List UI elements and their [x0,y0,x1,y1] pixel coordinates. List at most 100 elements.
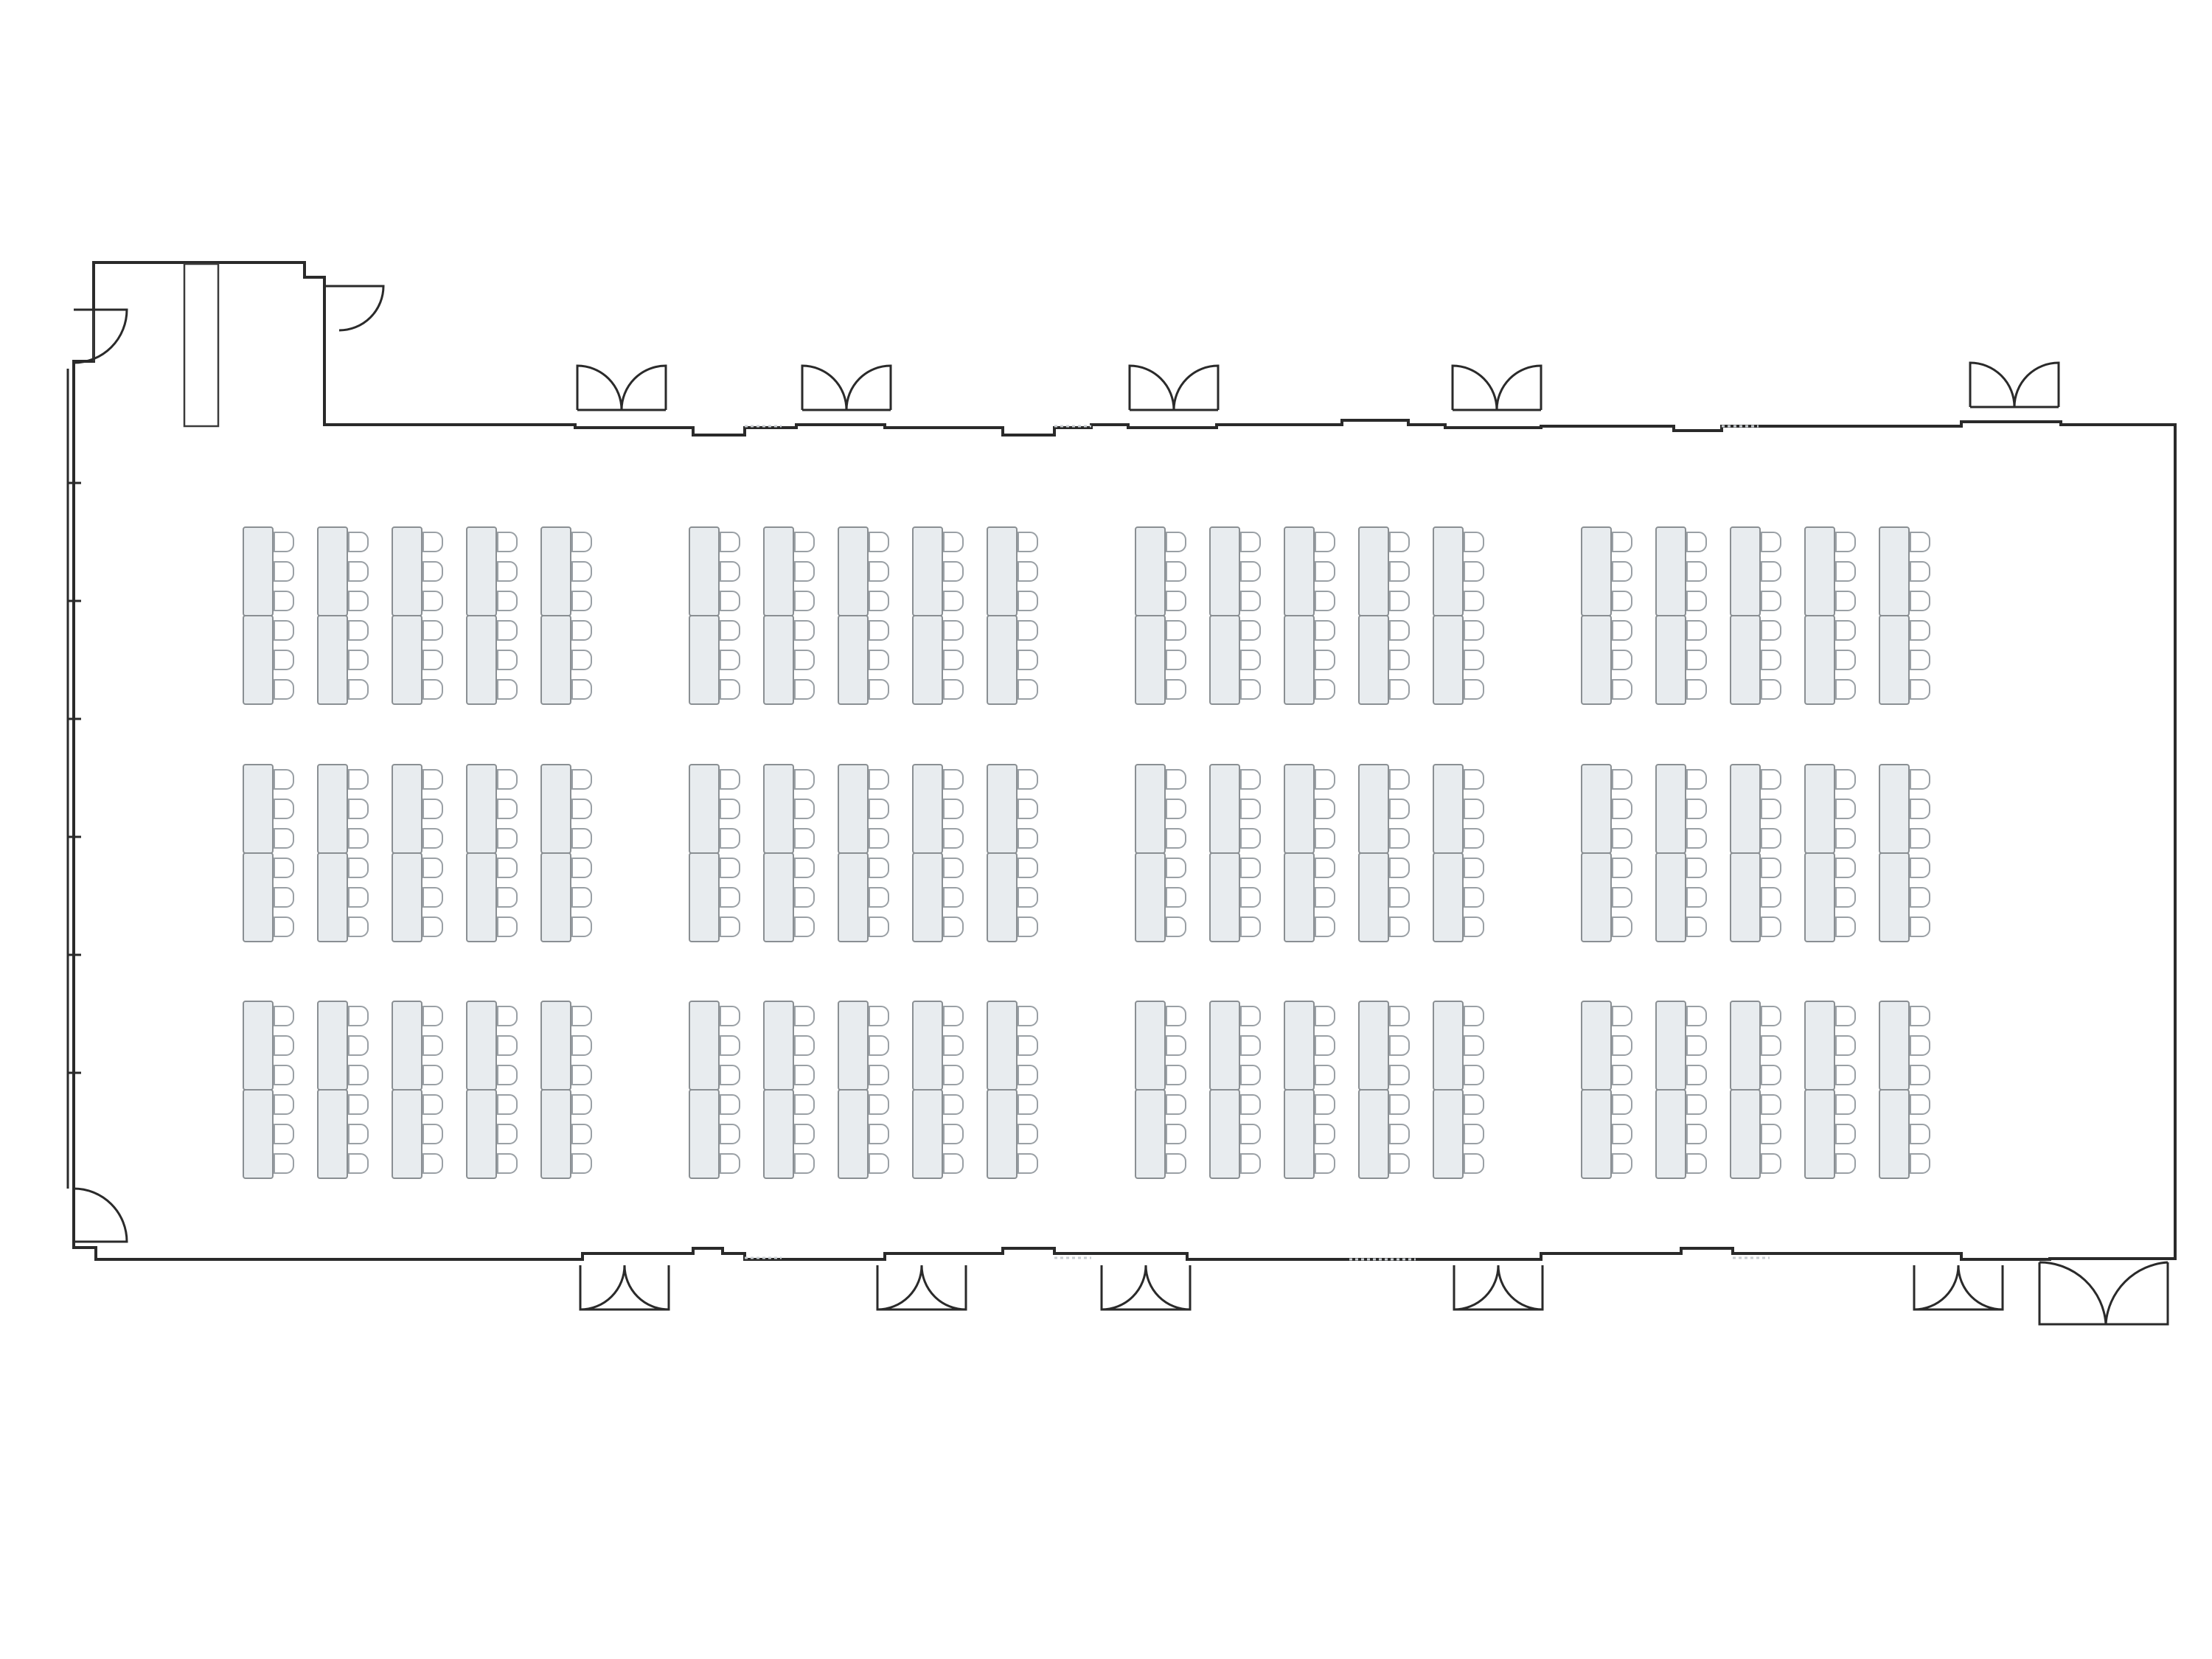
chair-icon [422,799,443,819]
chair-icon [571,1035,592,1056]
chair-icon [1315,1124,1335,1144]
chair-icon [1464,828,1484,849]
chair-icon [943,1065,964,1085]
chair-icon [794,561,815,582]
chair-icon [571,1094,592,1115]
table-segment [1209,526,1240,616]
classroom-table [1358,526,1410,705]
table-segment [243,1089,274,1179]
chair-icon [1166,1065,1186,1085]
table-segment [1433,526,1464,616]
chair-icon [720,620,740,641]
chair-icon [1018,858,1038,878]
left-vestibule [74,308,95,361]
chair-icon [1240,858,1261,878]
chair-icon [1166,591,1186,611]
table-segment [317,852,348,942]
table-segment [1209,615,1240,705]
table-segment [1135,764,1166,854]
chair-icon [274,799,294,819]
chair-icon [1240,1153,1261,1174]
classroom-table [1358,1001,1410,1179]
table-segment [838,526,869,616]
chair-icon [422,679,443,700]
table-segment [243,1001,274,1091]
double-door-icon [1969,361,2060,408]
chair-icon [497,887,518,908]
chair-icon [274,1006,294,1026]
chair-icon [348,858,369,878]
chair-icon [1835,1094,1856,1115]
classroom-table [392,764,443,942]
table-segment [838,1089,869,1179]
chair-icon [1761,561,1781,582]
chair-icon [348,769,369,790]
chair-icon [720,1124,740,1144]
chair-icon [720,650,740,670]
classroom-table [912,1001,964,1179]
classroom-table [1284,764,1335,942]
chair-icon [1166,769,1186,790]
chair-icon [1686,1065,1707,1085]
chair-icon [1612,679,1632,700]
table-segment [1209,764,1240,854]
chair-icon [1464,1035,1484,1056]
chair-icon [1240,620,1261,641]
double-door-icon [2038,1261,2169,1326]
chair-icon [348,828,369,849]
chair-icon [1686,887,1707,908]
chair-icon [274,561,294,582]
chair-icon [497,769,518,790]
table-segment [466,526,497,616]
chair-icon [943,858,964,878]
classroom-table [689,1001,740,1179]
table-segment [1358,615,1389,705]
chair-icon [943,1035,964,1056]
chair-icon [497,1065,518,1085]
chair-icon [794,769,815,790]
chair-icon [1910,561,1930,582]
table-segment [1284,1001,1315,1091]
table-segment [763,764,794,854]
chair-icon [1686,679,1707,700]
table-segment [317,615,348,705]
chair-icon [274,887,294,908]
chair-icon [571,1124,592,1144]
chair-icon [1686,591,1707,611]
chair-icon [1910,1094,1930,1115]
chair-icon [274,679,294,700]
chair-icon [1464,917,1484,937]
classroom-table [987,764,1038,942]
chair-icon [1835,1035,1856,1056]
table-segment [1433,1089,1464,1179]
chair-icon [1166,620,1186,641]
chair-icon [1315,1094,1335,1115]
chair-icon [1389,561,1410,582]
chair-icon [1910,620,1930,641]
chair-icon [1166,1006,1186,1026]
chair-icon [794,1094,815,1115]
door-icon [73,308,128,364]
table-segment [838,852,869,942]
table-segment [1433,615,1464,705]
table-segment [243,615,274,705]
chair-icon [1910,679,1930,700]
classroom-table [1209,526,1261,705]
chair-icon [422,917,443,937]
table-segment [466,764,497,854]
chair-icon [720,1153,740,1174]
chair-icon [497,679,518,700]
chair-icon [1464,1065,1484,1085]
chair-icon [1240,769,1261,790]
chair-icon [720,561,740,582]
chair-icon [1761,799,1781,819]
chair-icon [720,887,740,908]
classroom-table [1135,526,1186,705]
chair-icon [1464,1153,1484,1174]
classroom-table [1804,526,1856,705]
chair-icon [1612,561,1632,582]
chair-icon [1686,1124,1707,1144]
chair-icon [794,532,815,552]
chair-icon [869,591,889,611]
chair-icon [1761,887,1781,908]
